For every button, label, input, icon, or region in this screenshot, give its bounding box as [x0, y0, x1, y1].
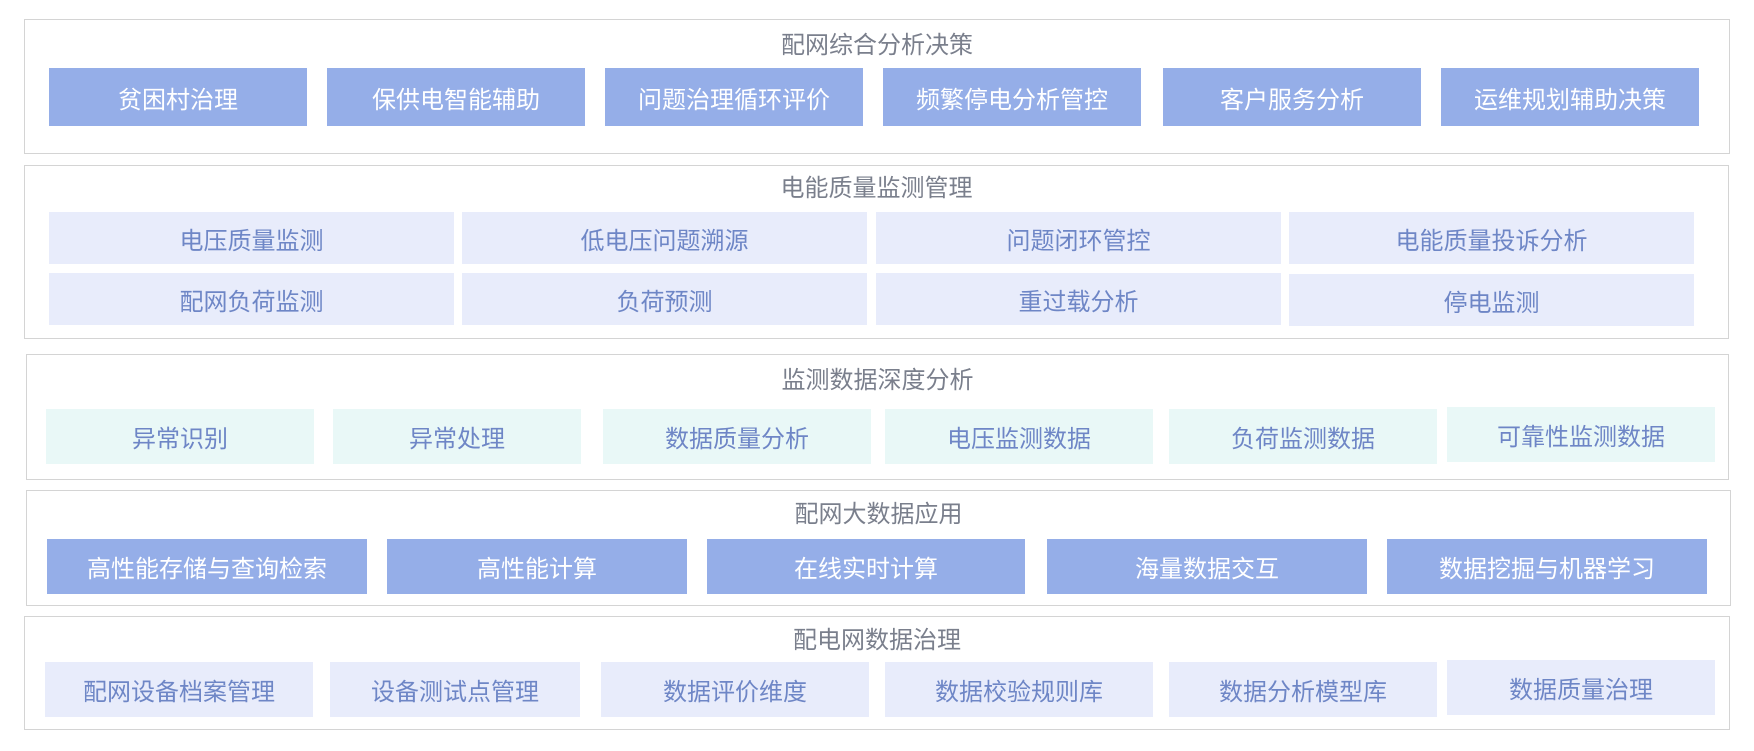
module-label: 数据分析模型库	[1219, 678, 1387, 706]
layer-title: 配网综合分析决策	[781, 31, 973, 59]
module-box[interactable]: 数据质量分析	[603, 409, 871, 464]
module-label: 数据校验规则库	[935, 678, 1103, 706]
module-label: 数据质量分析	[665, 425, 809, 453]
module-box[interactable]: 数据评价维度	[601, 662, 869, 717]
module-label: 低电压问题溯源	[580, 226, 749, 255]
layer-title: 电能质量监测管理	[780, 174, 973, 202]
module-label: 电压监测数据	[947, 425, 1091, 453]
module-label: 贫困村治理	[118, 85, 238, 114]
module-box[interactable]: 负荷监测数据	[1169, 409, 1437, 464]
module-box[interactable]: 异常识别	[46, 409, 314, 464]
module-box[interactable]: 运维规划辅助决策	[1441, 68, 1699, 126]
module-box[interactable]: 配网负荷监测	[49, 273, 454, 325]
module-label: 停电监测	[1443, 288, 1540, 317]
layer-distribution-data-governance: 配电网数据治理 配网设备档案管理 设备测试点管理 数据评价维度 数据校验规则库 …	[24, 616, 1730, 730]
module-box[interactable]: 海量数据交互	[1047, 539, 1367, 594]
layer-title: 配电网数据治理	[793, 626, 961, 654]
module-label: 运维规划辅助决策	[1474, 85, 1666, 114]
layer-title: 监测数据深度分析	[781, 366, 974, 394]
module-box[interactable]: 电压监测数据	[885, 409, 1153, 464]
module-label: 客户服务分析	[1220, 85, 1364, 114]
module-box[interactable]: 配网设备档案管理	[45, 662, 313, 717]
module-box[interactable]: 数据挖掘与机器学习	[1387, 539, 1707, 594]
module-box[interactable]: 在线实时计算	[707, 539, 1025, 594]
module-label: 频繁停电分析管控	[916, 85, 1108, 114]
module-label: 异常识别	[132, 425, 228, 453]
module-label: 数据挖掘与机器学习	[1439, 555, 1655, 583]
module-label: 重过载分析	[1018, 287, 1139, 316]
module-box[interactable]: 问题闭环管控	[876, 212, 1281, 264]
module-box[interactable]: 数据分析模型库	[1169, 662, 1437, 717]
module-box[interactable]: 数据校验规则库	[885, 662, 1153, 717]
module-label: 电能质量投诉分析	[1395, 226, 1588, 255]
module-box[interactable]: 高性能存储与查询检索	[47, 539, 367, 594]
module-box[interactable]: 客户服务分析	[1163, 68, 1421, 126]
module-label: 负荷预测	[616, 287, 713, 316]
layer-power-quality-monitoring: 电能质量监测管理 电压质量监测 低电压问题溯源 问题闭环管控 电能质量投诉分析 …	[24, 165, 1729, 339]
module-box[interactable]: 电压质量监测	[49, 212, 454, 264]
module-label: 负荷监测数据	[1231, 425, 1375, 453]
module-label: 问题治理循环评价	[638, 85, 830, 114]
module-label: 配网负荷监测	[179, 287, 324, 316]
module-box[interactable]: 保供电智能辅助	[327, 68, 585, 126]
layer-title: 配网大数据应用	[794, 500, 963, 528]
module-box[interactable]: 低电压问题溯源	[462, 212, 867, 264]
module-box[interactable]: 停电监测	[1289, 274, 1694, 326]
module-label: 可靠性监测数据	[1497, 423, 1665, 451]
module-label: 数据质量治理	[1509, 676, 1653, 704]
module-label: 高性能计算	[477, 555, 597, 583]
module-box[interactable]: 异常处理	[333, 409, 581, 464]
module-box[interactable]: 贫困村治理	[49, 68, 307, 126]
module-label: 异常处理	[409, 425, 505, 453]
module-label: 设备测试点管理	[371, 678, 539, 706]
module-label: 高性能存储与查询检索	[87, 555, 327, 583]
module-box[interactable]: 频繁停电分析管控	[883, 68, 1141, 126]
module-label: 问题闭环管控	[1006, 226, 1151, 255]
layer-big-data-application: 配网大数据应用 高性能存储与查询检索 高性能计算 在线实时计算 海量数据交互 数…	[26, 490, 1731, 606]
layer-monitoring-data-deep-analysis: 监测数据深度分析 异常识别 异常处理 数据质量分析 电压监测数据 负荷监测数据 …	[26, 354, 1729, 480]
module-box[interactable]: 电能质量投诉分析	[1289, 212, 1694, 264]
module-box[interactable]: 高性能计算	[387, 539, 687, 594]
module-box[interactable]: 重过载分析	[876, 273, 1281, 325]
module-label: 在线实时计算	[794, 555, 938, 583]
module-label: 配网设备档案管理	[83, 678, 275, 706]
module-label: 海量数据交互	[1135, 555, 1279, 583]
module-box[interactable]: 负荷预测	[462, 273, 867, 325]
module-label: 数据评价维度	[663, 678, 807, 706]
layer-comprehensive-analysis-decision: 配网综合分析决策 贫困村治理 保供电智能辅助 问题治理循环评价 频繁停电分析管控…	[24, 19, 1730, 154]
module-label: 保供电智能辅助	[372, 85, 540, 114]
module-box[interactable]: 可靠性监测数据	[1447, 407, 1715, 462]
module-box[interactable]: 数据质量治理	[1447, 660, 1715, 715]
module-label: 电压质量监测	[179, 226, 324, 255]
module-box[interactable]: 问题治理循环评价	[605, 68, 863, 126]
module-box[interactable]: 设备测试点管理	[330, 662, 580, 717]
